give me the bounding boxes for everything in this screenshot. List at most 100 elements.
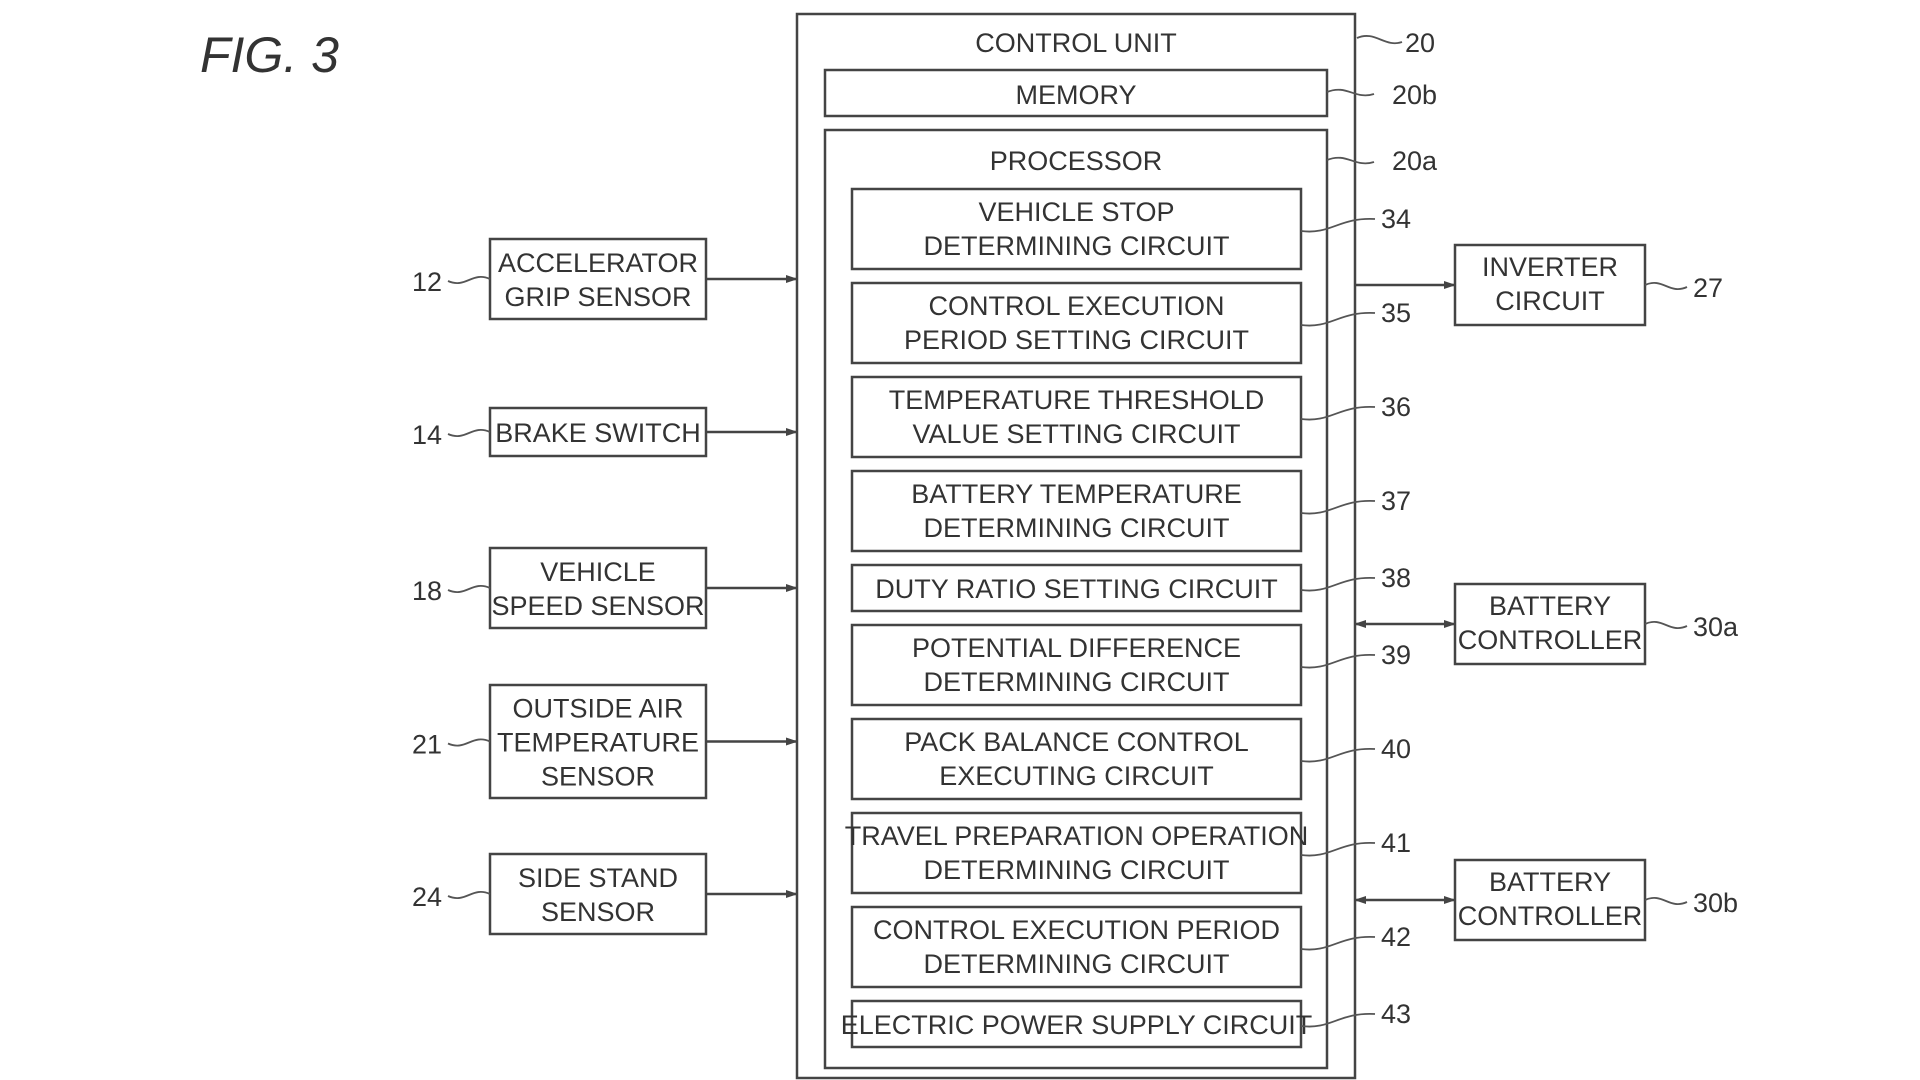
output-label-line: BATTERY [1489, 591, 1611, 621]
circuit-label-line2: DETERMINING CIRCUIT [924, 855, 1230, 885]
circuit-label-line1: VEHICLE STOP [978, 197, 1174, 227]
circuit-label: ELECTRIC POWER SUPPLY CIRCUIT [841, 1010, 1313, 1040]
circuit-label-line1: BATTERY TEMPERATURE [911, 479, 1242, 509]
circuit-block: CONTROL EXECUTION PERIOD DETERMINING CIRC… [850, 905, 1411, 989]
input-block: VEHICLE SPEED SENSOR 18 [412, 546, 798, 630]
circuit-label-line1: POTENTIAL DIFFERENCE [912, 633, 1241, 663]
output-label-line: INVERTER [1482, 252, 1618, 282]
ref-leader [1300, 842, 1376, 857]
figure-label: FIG. 3 [200, 27, 339, 83]
circuit-label: DUTY RATIO SETTING CIRCUIT [875, 574, 1278, 604]
input-label-line: TEMPERATURE [497, 728, 699, 758]
control-unit-label: CONTROL UNIT [975, 28, 1177, 58]
ref-leader [1300, 500, 1376, 515]
input-label-line: SIDE STAND [518, 863, 678, 893]
circuit-ref: 34 [1381, 204, 1411, 234]
output-ref: 30b [1693, 888, 1738, 918]
ref-leader [1300, 936, 1376, 951]
ref-leader [447, 891, 491, 899]
input-label-line: OUTSIDE AIR [512, 694, 683, 724]
ref-leader [447, 585, 491, 593]
processor-ref: 20a [1392, 146, 1438, 176]
circuit-label-line2: PERIOD SETTING CIRCUIT [904, 325, 1249, 355]
input-label-line: SPEED SENSOR [491, 591, 704, 621]
input-label-line: VEHICLE [540, 557, 656, 587]
circuit-label-line1: TEMPERATURE THRESHOLD [889, 385, 1265, 415]
input-ref: 12 [412, 267, 442, 297]
circuit-ref: 39 [1381, 640, 1411, 670]
ref-leader [1300, 218, 1376, 233]
circuit-block: BATTERY TEMPERATURE DETERMINING CIRCUIT 37 [850, 469, 1411, 553]
input-ref: 18 [412, 576, 442, 606]
circuit-ref: 36 [1381, 392, 1411, 422]
ref-leader [1300, 748, 1376, 763]
ref-leader [1300, 1013, 1376, 1028]
output-label-line: CONTROLLER [1458, 901, 1643, 931]
memory-ref: 20b [1392, 80, 1437, 110]
input-label-line: GRIP SENSOR [504, 282, 691, 312]
circuit-label-line2: DETERMINING CIRCUIT [924, 667, 1230, 697]
ref-leader [447, 276, 491, 284]
circuit-label-line1: PACK BALANCE CONTROL [904, 727, 1249, 757]
circuit-ref: 41 [1381, 828, 1411, 858]
circuit-label-line1: CONTROL EXECUTION [928, 291, 1224, 321]
control-unit-ref: 20 [1405, 28, 1435, 58]
input-label-line: SENSOR [541, 762, 655, 792]
circuit-label-line2: DETERMINING CIRCUIT [924, 231, 1230, 261]
circuit-label-line2: DETERMINING CIRCUIT [924, 949, 1230, 979]
circuit-ref: 40 [1381, 734, 1411, 764]
circuit-block: VEHICLE STOP DETERMINING CIRCUIT 34 [850, 187, 1411, 271]
circuit-label-line1: CONTROL EXECUTION PERIOD [873, 915, 1280, 945]
circuit-ref: 35 [1381, 298, 1411, 328]
ref-leader [1644, 897, 1688, 905]
output-label-line: CONTROLLER [1458, 625, 1643, 655]
circuit-block: CONTROL EXECUTION PERIOD SETTING CIRCUIT 3… [850, 281, 1411, 365]
output-ref: 30a [1693, 612, 1739, 642]
circuit-block: TRAVEL PREPARATION OPERATION DETERMINING … [845, 811, 1411, 895]
circuit-block: ELECTRIC POWER SUPPLY CIRCUIT 43 [841, 999, 1411, 1049]
output-label-line: CIRCUIT [1495, 286, 1605, 316]
circuit-block: TEMPERATURE THRESHOLD VALUE SETTING CIRCU… [850, 375, 1411, 459]
input-ref: 21 [412, 730, 442, 760]
input-label-line: BRAKE SWITCH [495, 418, 701, 448]
circuit-label-line2: VALUE SETTING CIRCUIT [912, 419, 1240, 449]
circuit-block: DUTY RATIO SETTING CIRCUIT 38 [850, 563, 1411, 613]
input-block: ACCELERATOR GRIP SENSOR 12 [412, 237, 798, 321]
circuit-label-line1: TRAVEL PREPARATION OPERATION [845, 821, 1309, 851]
ref-leader [1300, 654, 1376, 669]
memory-block: MEMORY 20b [823, 68, 1437, 118]
circuit-block: PACK BALANCE CONTROL EXECUTING CIRCUIT 40 [850, 717, 1411, 801]
ref-leader [447, 429, 491, 437]
ref-leader [1644, 282, 1688, 290]
ref-leader [1300, 406, 1376, 421]
input-label-line: ACCELERATOR [498, 248, 698, 278]
ref-leader [1644, 621, 1688, 629]
circuit-block: POTENTIAL DIFFERENCE DETERMINING CIRCUIT 3… [850, 623, 1411, 707]
input-ref: 24 [412, 882, 442, 912]
circuit-label-line2: EXECUTING CIRCUIT [939, 761, 1214, 791]
circuits-layer: VEHICLE STOP DETERMINING CIRCUIT 34CONTROL… [841, 187, 1411, 1049]
circuit-ref: 42 [1381, 922, 1411, 952]
circuit-label-line2: DETERMINING CIRCUIT [924, 513, 1230, 543]
input-label-line: SENSOR [541, 897, 655, 927]
circuit-ref: 38 [1381, 563, 1411, 593]
input-ref: 14 [412, 420, 442, 450]
input-block: BRAKE SWITCH 14 [412, 406, 798, 458]
memory-label: MEMORY [1015, 80, 1136, 110]
ref-leader [1300, 312, 1376, 327]
circuit-ref: 37 [1381, 486, 1411, 516]
circuit-ref: 43 [1381, 999, 1411, 1029]
output-block: INVERTER CIRCUIT 27 [1355, 243, 1723, 327]
output-block: BATTERY CONTROLLER 30b [1354, 858, 1738, 942]
input-block: SIDE STAND SENSOR 24 [412, 852, 798, 936]
ref-leader [447, 738, 491, 747]
input-block: OUTSIDE AIR TEMPERATURE SENSOR 21 [412, 683, 798, 800]
output-label-line: BATTERY [1489, 867, 1611, 897]
processor-label: PROCESSOR [990, 146, 1163, 176]
output-block: BATTERY CONTROLLER 30a [1354, 582, 1739, 666]
output-ref: 27 [1693, 273, 1723, 303]
ref-leader [1300, 577, 1376, 592]
